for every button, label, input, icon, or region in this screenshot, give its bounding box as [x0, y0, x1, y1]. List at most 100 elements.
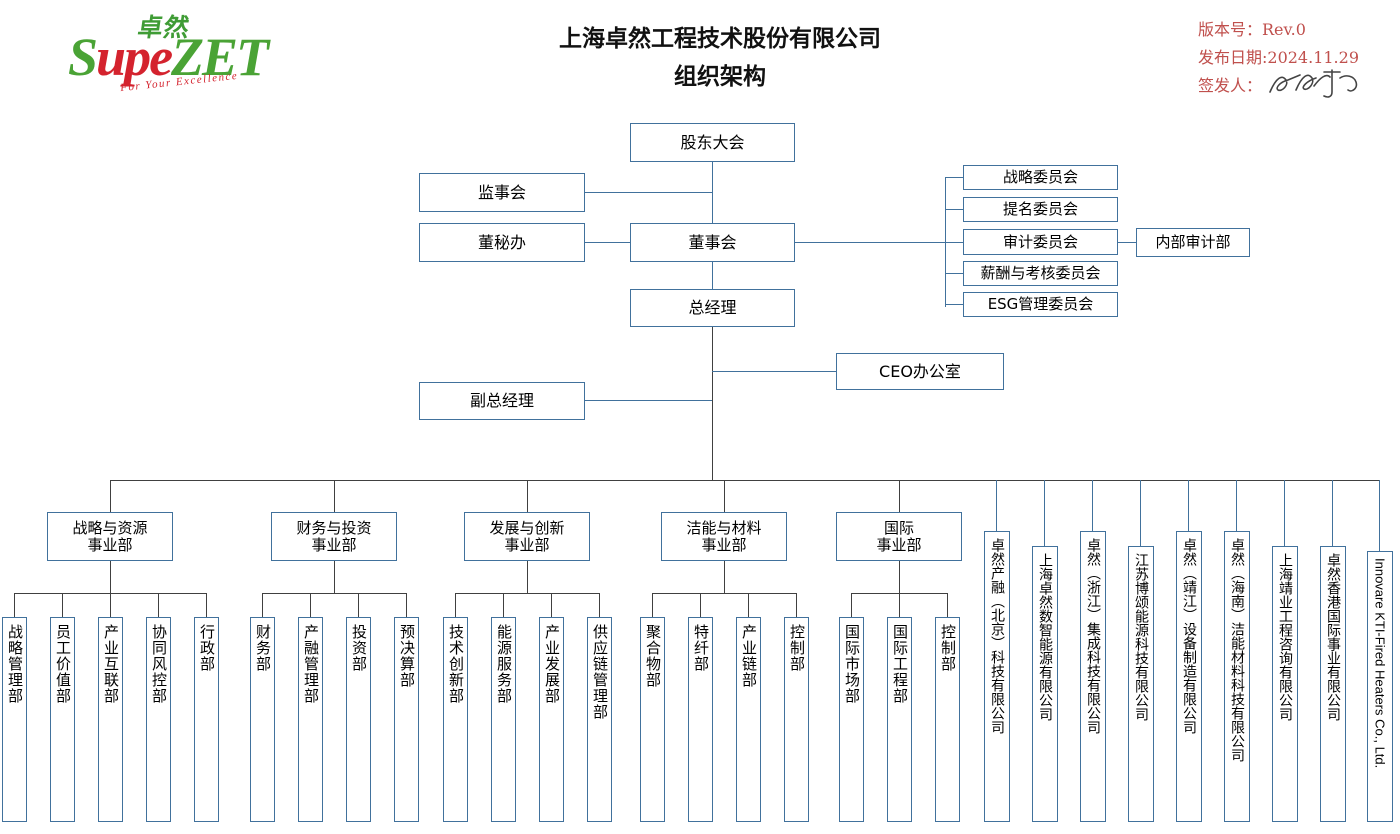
box-division-strategy-resources[interactable]: 战略与资源 事业部 [47, 512, 173, 561]
line-division-3-stem [527, 561, 529, 593]
signer-row: 签发人： [1198, 69, 1359, 100]
box-shareholders-meeting[interactable]: 股东大会 [630, 123, 795, 162]
line-division-4-stem [724, 561, 726, 593]
box-dept-industry-internet[interactable]: 产业互联部 [98, 617, 123, 822]
release-date-row: 发布日期:2024.11.29 [1198, 48, 1360, 67]
box-dept-finance[interactable]: 财务部 [250, 617, 275, 822]
line-drop-division-1 [110, 480, 112, 512]
line-division-1-stem [110, 561, 112, 593]
title-line-2: 组织架构 [674, 64, 766, 90]
line-dept-drop-1-4 [158, 593, 160, 617]
line-drop-division-2 [334, 480, 336, 512]
box-subsidiary-zhuoran-chanrong-beijing[interactable]: 卓然产融（北京）科技有限公司 [984, 531, 1010, 822]
line-committee-stub-1 [945, 177, 963, 179]
line-committee-stub-4 [945, 273, 963, 275]
box-dept-international-market[interactable]: 国际市场部 [839, 617, 864, 822]
line-drop-subsidiary-8 [1332, 480, 1334, 546]
line-dept-drop-4-4 [796, 593, 798, 617]
box-general-manager[interactable]: 总经理 [630, 289, 795, 327]
line-committee-stub-3 [945, 242, 963, 244]
line-division-5-stem [899, 561, 901, 593]
line-dept-drop-3-3 [551, 593, 553, 617]
box-dept-energy-service[interactable]: 能源服务部 [491, 617, 516, 822]
box-dept-employee-value[interactable]: 员工价值部 [50, 617, 75, 822]
box-subsidiary-zhuoran-hainan-materials[interactable]: 卓然（海南）洁能材料科技有限公司 [1224, 531, 1250, 822]
line-dept-drop-2-3 [358, 593, 360, 617]
line-committee-stub-2 [945, 209, 963, 211]
line-board-to-gm [712, 262, 714, 290]
box-dept-industry-development[interactable]: 产业发展部 [539, 617, 564, 822]
box-internal-audit-department[interactable]: 内部审计部 [1136, 228, 1250, 257]
signer-label: 签发人： [1198, 76, 1263, 95]
line-division-2-stem [334, 561, 336, 593]
box-dept-investment[interactable]: 投资部 [346, 617, 371, 822]
line-dept-drop-2-1 [262, 593, 264, 617]
box-committee-esg[interactable]: ESG管理委员会 [963, 292, 1118, 317]
line-division-2-bus [262, 593, 407, 595]
line-dept-drop-1-3 [110, 593, 112, 617]
line-drop-subsidiary-2 [1044, 480, 1046, 546]
box-dept-industry-finance-management[interactable]: 产融管理部 [298, 617, 323, 822]
box-division-clean-energy-materials[interactable]: 洁能与材料 事业部 [661, 512, 787, 561]
line-dept-drop-2-2 [310, 593, 312, 617]
line-ceo-office-to-trunk [712, 371, 836, 373]
box-dept-special-fiber[interactable]: 特纤部 [688, 617, 713, 822]
logo-wordmark: SupeZET [68, 26, 269, 88]
line-dept-drop-5-1 [851, 593, 853, 617]
company-logo: 卓然 SupeZET For Your Excellence [60, 8, 310, 100]
box-dept-supply-chain-management[interactable]: 供应链管理部 [587, 617, 612, 822]
box-subsidiary-shanghai-shuzhi-energy[interactable]: 上海卓然数智能源有限公司 [1032, 546, 1058, 822]
box-dept-technology-innovation[interactable]: 技术创新部 [443, 617, 468, 822]
box-board-of-directors[interactable]: 董事会 [630, 223, 795, 262]
box-subsidiary-innovare-kti[interactable]: Innovare KTI-Fired Heaters Co., Ltd. [1367, 551, 1393, 822]
box-division-finance-investment[interactable]: 财务与投资 事业部 [271, 512, 397, 561]
box-subsidiary-jiangsu-bosong-energy[interactable]: 江苏博颂能源科技有限公司 [1128, 546, 1154, 822]
box-committee-strategy[interactable]: 战略委员会 [963, 165, 1118, 190]
line-drop-subsidiary-5 [1188, 480, 1190, 531]
line-dept-drop-3-2 [503, 593, 505, 617]
line-drop-division-3 [527, 480, 529, 512]
box-committee-compensation[interactable]: 薪酬与考核委员会 [963, 261, 1118, 286]
box-subsidiary-shanghai-jingye-consulting[interactable]: 上海靖业工程咨询有限公司 [1272, 546, 1298, 822]
box-dept-control-international[interactable]: 控制部 [935, 617, 960, 822]
line-drop-subsidiary-6 [1236, 480, 1238, 531]
logo-word-supe: S [68, 27, 98, 87]
page-title: 上海卓然工程技术股份有限公司 组织架构 [420, 20, 1020, 96]
box-deputy-general-manager[interactable]: 副总经理 [419, 382, 585, 420]
box-dept-budget-settlement[interactable]: 预决算部 [394, 617, 419, 822]
box-division-development-innovation[interactable]: 发展与创新 事业部 [464, 512, 590, 561]
box-dept-collaborative-risk-control[interactable]: 协同风控部 [146, 617, 171, 822]
box-dept-polymer[interactable]: 聚合物部 [640, 617, 665, 822]
line-supervisory-to-trunk [584, 192, 712, 194]
box-board-secretary-office[interactable]: 董秘办 [419, 223, 585, 262]
line-drop-subsidiary-3 [1092, 480, 1094, 531]
line-dept-drop-2-4 [406, 593, 408, 617]
line-board-to-committees [795, 242, 945, 244]
box-division-international[interactable]: 国际 事业部 [836, 512, 962, 561]
line-division-3-bus [455, 593, 600, 595]
box-dept-administration[interactable]: 行政部 [194, 617, 219, 822]
version-row: 版本号：Rev.0 [1198, 20, 1306, 39]
logo-word-zet: ZET [171, 27, 269, 87]
box-dept-control-materials[interactable]: 控制部 [784, 617, 809, 822]
line-dept-drop-3-4 [599, 593, 601, 617]
box-dept-international-engineering[interactable]: 国际工程部 [887, 617, 912, 822]
line-dept-drop-4-2 [700, 593, 702, 617]
line-committee-stub-5 [945, 304, 963, 306]
box-dept-strategy-management[interactable]: 战略管理部 [2, 617, 27, 822]
line-dept-drop-1-1 [14, 593, 16, 617]
box-subsidiary-zhuoran-jingjiang-equipment[interactable]: 卓然（靖江）设备制造有限公司 [1176, 531, 1202, 822]
box-subsidiary-zhuoran-hongkong-international[interactable]: 卓然香港国际事业有限公司 [1320, 546, 1346, 822]
line-dept-drop-1-2 [62, 593, 64, 617]
line-drop-subsidiary-1 [996, 480, 998, 531]
title-line-1: 上海卓然工程技术股份有限公司 [559, 26, 881, 52]
box-committee-nomination[interactable]: 提名委员会 [963, 197, 1118, 222]
box-ceo-office[interactable]: CEO办公室 [836, 353, 1004, 390]
signature-image [1269, 69, 1358, 98]
box-subsidiary-zhuoran-zhejiang-integration[interactable]: 卓然（浙江）集成科技有限公司 [1080, 531, 1106, 822]
box-committee-audit[interactable]: 审计委员会 [963, 229, 1118, 255]
box-dept-industry-chain[interactable]: 产业链部 [736, 617, 761, 822]
box-supervisory-board[interactable]: 监事会 [419, 173, 585, 212]
line-dept-drop-5-3 [947, 593, 949, 617]
